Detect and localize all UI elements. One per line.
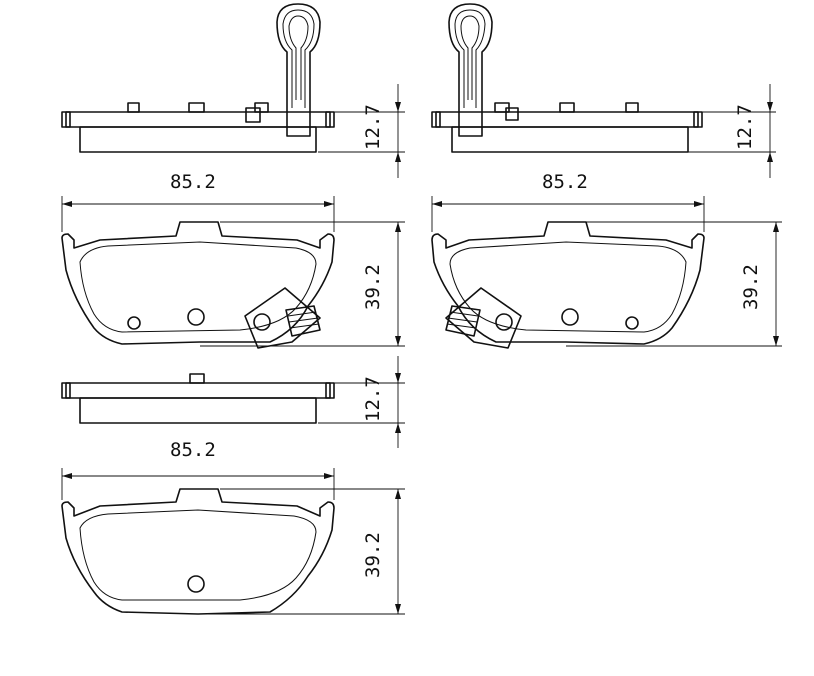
pad-3-width-dimension: 85.2	[61, 439, 335, 500]
pad-2-width-dimension: 85.2	[431, 171, 705, 232]
pad-3-width-label: 85.2	[170, 439, 216, 461]
pad-1-thickness-dimension: 12.7	[318, 84, 405, 178]
pad-1-side-view	[61, 3, 335, 153]
pad-3-side-view	[61, 373, 335, 424]
pad-3-thickness-label: 12.7	[362, 376, 384, 422]
pad-1-width-dimension: 85.2	[61, 171, 335, 232]
pad-1-thickness-label: 12.7	[362, 104, 384, 150]
pad-3-front-view	[61, 488, 335, 615]
pad-1-height-dimension: 39.2	[200, 221, 405, 347]
pad-3-height-label: 39.2	[362, 532, 384, 578]
pad-2-height-dimension: 39.2	[550, 221, 782, 347]
pad-1-front-view	[61, 221, 335, 349]
pad-3-height-dimension: 39.2	[198, 488, 405, 615]
pad-1-height-label: 39.2	[362, 264, 384, 310]
pad-1-width-label: 85.2	[170, 171, 216, 193]
pad-2-thickness-label: 12.7	[734, 104, 756, 150]
pad-2-height-label: 39.2	[740, 264, 762, 310]
pad-2-width-label: 85.2	[542, 171, 588, 193]
pad-2-side-view	[431, 3, 703, 153]
pad-2-front-view	[431, 221, 705, 349]
pad-3-thickness-dimension: 12.7	[318, 356, 405, 448]
pad-2-thickness-dimension: 12.7	[688, 84, 776, 178]
